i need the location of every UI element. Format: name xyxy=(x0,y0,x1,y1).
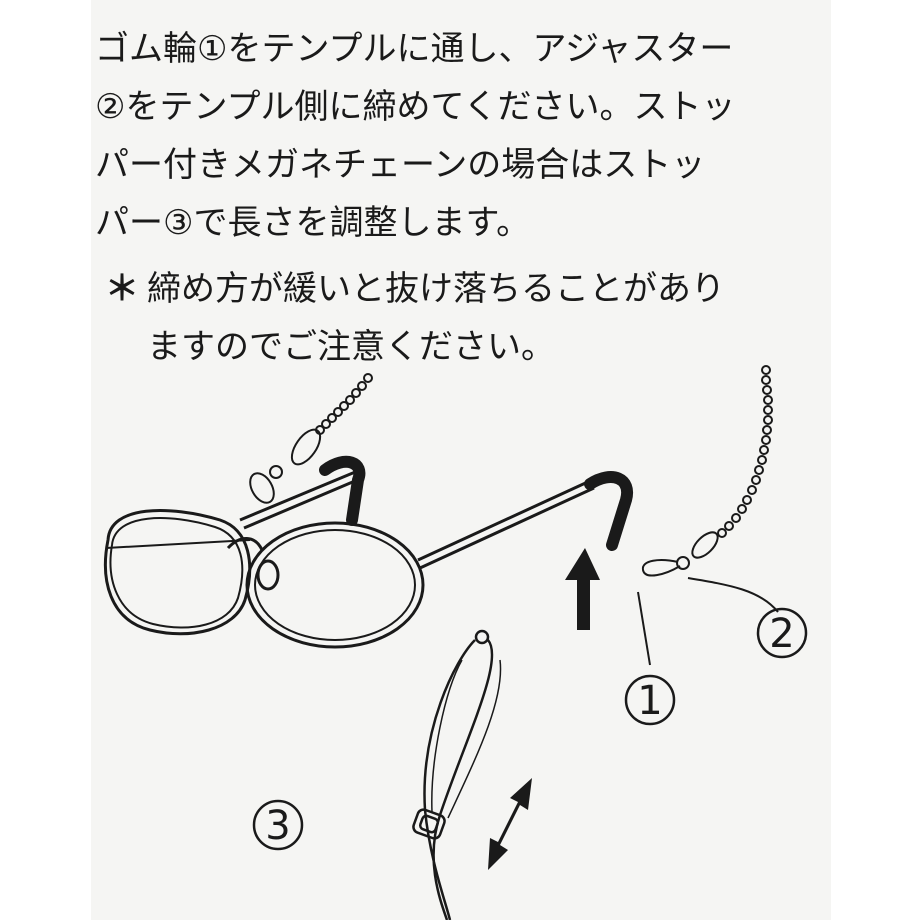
hanging-chain xyxy=(641,365,773,577)
stopper-loop xyxy=(412,629,502,920)
callout-3: 3 xyxy=(252,799,304,851)
callout-lines xyxy=(637,577,779,666)
ear-tip-left xyxy=(319,455,366,526)
instruction-line: パー③で長さを調整します。 xyxy=(95,203,531,243)
instruction-sheet xyxy=(91,0,831,920)
instruction-line: ②をテンプル側に締めてください。ストッ xyxy=(95,87,736,127)
instruction-text: ゴム輪①をテンプルに通し、アジャスター ②をテンプル側に締めてください。ストッ … xyxy=(95,20,830,252)
glasses-illustration xyxy=(104,468,595,649)
instruction-line: ゴム輪①をテンプルに通し、アジャスター xyxy=(95,29,734,69)
callout-1: 1 xyxy=(624,674,676,726)
chain-on-glasses xyxy=(249,373,373,504)
caution-line: 締め方が緩いと抜け落ちることがあり xyxy=(147,269,725,309)
double-arrow-icon xyxy=(488,778,532,870)
callout-1-label: 1 xyxy=(637,678,662,724)
asterisk-mark: ＊ xyxy=(105,269,139,309)
callout-3-label: 3 xyxy=(265,803,290,849)
caution-line: ますのでご注意ください。 xyxy=(147,327,555,367)
instruction-line: パー付きメガネチェーンの場合はストッ xyxy=(95,145,706,185)
callout-2: 2 xyxy=(756,607,808,659)
ear-tip-right xyxy=(584,471,634,551)
caution-note: ＊締め方が緩いと抜け落ちることがあり ますのでご注意ください。 xyxy=(105,260,725,376)
up-arrow-icon xyxy=(565,548,600,630)
callout-2-label: 2 xyxy=(769,611,794,657)
